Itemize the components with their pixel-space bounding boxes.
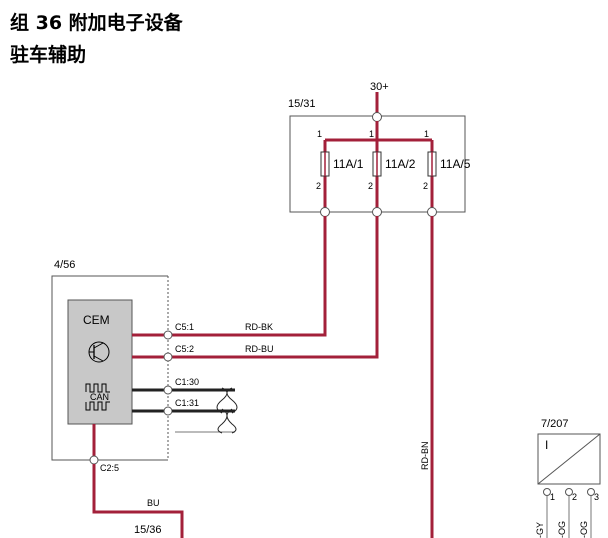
cem-ref: 4/56 (54, 259, 75, 271)
wire-rd-bu (170, 216, 379, 359)
wire-color-label: RD-BK (245, 322, 273, 332)
cem-outline (51, 275, 168, 461)
fuse-label: 11A/1 (333, 157, 364, 171)
ground-ref: 15/36 (134, 524, 162, 536)
fuse-terminal (372, 207, 382, 217)
fusebox-ref: 15/31 (288, 98, 316, 110)
cem-name: CEM (83, 313, 110, 327)
module-diagonal (537, 433, 601, 485)
fuse-pin: 2 (423, 181, 428, 191)
ground-wire (92, 464, 184, 538)
can-pulse-icon (85, 383, 110, 411)
connector-c5-2 (163, 352, 173, 362)
fuse-terminal (320, 207, 330, 217)
module-symbol: I (545, 438, 548, 452)
connector-c1-31 (163, 406, 173, 416)
fuse-terminal (427, 207, 437, 217)
supply-label: 30+ (370, 81, 389, 93)
fuse-pin: 2 (316, 181, 321, 191)
svg-text:1: 1 (550, 492, 555, 502)
module-ref: 7/207 (541, 418, 569, 430)
fuse-label: 11A/5 (440, 157, 471, 171)
page-subtitle: 驻车辅助 (10, 44, 87, 66)
fuse-pin: 1 (424, 129, 429, 139)
fuse-pin: 1 (317, 129, 322, 139)
wire-color-code: RD-BN (420, 442, 430, 471)
can-label: CAN (90, 392, 109, 402)
connector-label: C2:5 (100, 463, 119, 473)
transistor-icon (88, 341, 110, 363)
connector-label: C5:2 (175, 344, 194, 354)
twisted-pair-icon (216, 387, 238, 434)
fuse-11a2: 1 2 11A/2 (368, 129, 416, 217)
fuse-11a5: 1 2 11A/5 (423, 129, 471, 217)
svg-text:-GY: -GY (535, 522, 545, 538)
wire-rd-bk (170, 216, 327, 337)
fuse-pin: 1 (369, 129, 374, 139)
svg-text:3: 3 (594, 492, 599, 502)
svg-text:-OG: -OG (557, 521, 567, 538)
fuse-11a1: 1 2 11A/1 (316, 129, 364, 217)
module-pin-3: 3 -OG (579, 488, 599, 538)
svg-text:-OG: -OG (579, 521, 589, 538)
wire-color-label: RD-BU (245, 344, 274, 354)
connector-c2-5 (89, 455, 99, 465)
supply-terminal (372, 112, 382, 122)
connector-label: C1:31 (175, 398, 199, 408)
module-pin-2: 2 -OG (557, 488, 577, 538)
wire-color-label: BU (147, 498, 160, 508)
fuse-label: 11A/2 (385, 157, 416, 171)
page-title: 组 36 附加电子设备 (10, 12, 183, 34)
fuse-pin: 2 (368, 181, 373, 191)
svg-text:2: 2 (572, 492, 577, 502)
connector-c1-30 (163, 385, 173, 395)
connector-label: C5:1 (175, 322, 194, 332)
module-pin-1: 1 -GY (535, 488, 555, 538)
connector-c5-1 (163, 330, 173, 340)
connector-label: C1:30 (175, 377, 199, 387)
